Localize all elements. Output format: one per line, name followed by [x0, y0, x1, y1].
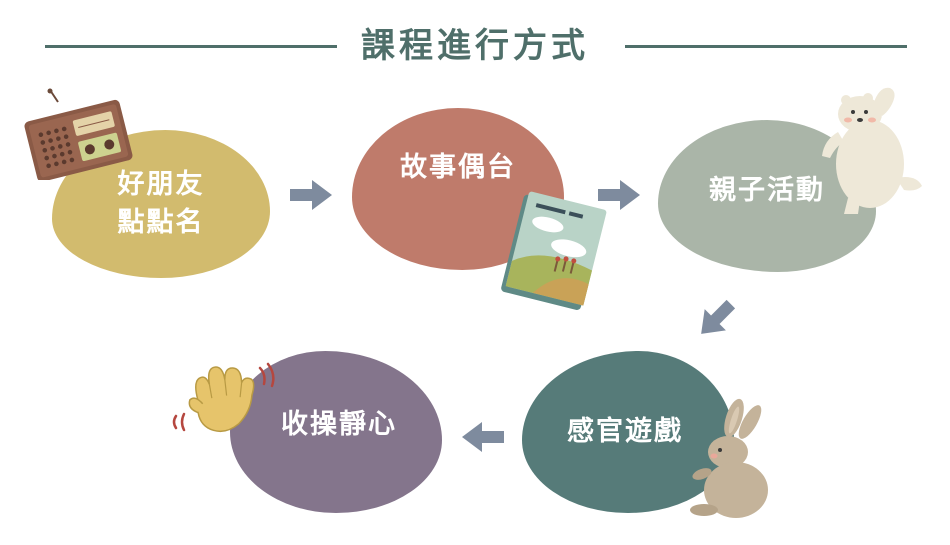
- radio-icon: [24, 88, 133, 180]
- step-1-label-line1: 好朋友: [117, 169, 205, 200]
- step-3-label: 親子活動: [709, 175, 825, 206]
- title-rule-left: [45, 45, 337, 48]
- arrow-right-icon: [598, 180, 640, 210]
- arrow-down-left-icon: [701, 299, 736, 334]
- step-blob-5: 收操靜心: [230, 351, 442, 513]
- arrow-right-icon: [290, 180, 332, 210]
- step-1-label-line2: 點點名: [117, 207, 205, 238]
- rabbit-icon: [690, 398, 768, 518]
- page-title: 課程進行方式: [361, 26, 589, 66]
- step-blob-4: 感官遊戲: [522, 351, 734, 513]
- step-5-label: 收操靜心: [281, 409, 397, 440]
- waving-hand-icon: [172, 362, 275, 433]
- polar-bear-icon: [822, 87, 922, 214]
- title-rule-right: [625, 45, 907, 48]
- step-2-label: 故事偶台: [400, 152, 516, 183]
- arrow-left-icon: [462, 422, 504, 452]
- step-4-label: 感官遊戲: [567, 416, 683, 447]
- picture-book-icon: [501, 191, 607, 310]
